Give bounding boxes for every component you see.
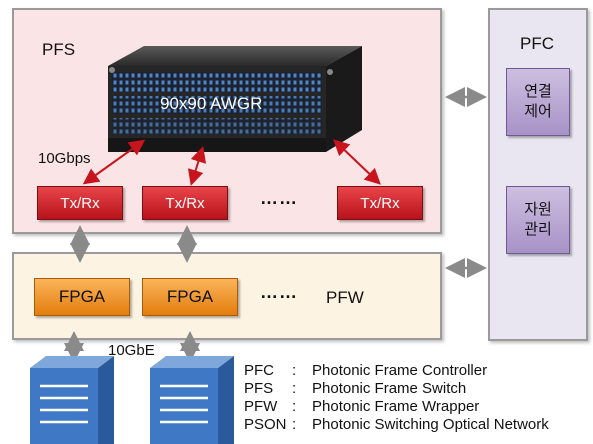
pfc-panel [488,8,588,341]
fpga-ellipsis: …… [260,282,298,302]
legend-row-pson: PSON: Photonic Switching Optical Network [244,416,549,433]
red-arrow [187,146,207,186]
fpga-block: FPGA [142,278,238,316]
legend-full: Photonic Frame Controller [312,362,488,379]
txrx-block: Tx/Rx [37,186,123,220]
legend-abbr: PFC [244,362,274,379]
connection-control-block: 연결 제어 [506,68,570,136]
txrx-block: Tx/Rx [337,186,423,220]
legend-sep: : [292,362,297,379]
red-arrow [82,139,146,185]
txrx-ellipsis: …… [260,188,298,208]
legend-abbr: PFW [244,398,278,415]
legend-sep: : [292,398,297,415]
pfs-title: PFS [42,40,76,59]
legend-row-pfs: PFS: Photonic Frame Switch [244,380,466,397]
legend-abbr: PFS [244,380,274,397]
awgr-device-icon [108,46,362,152]
ethernet-speed-label: 10GbE [108,342,155,359]
legend-full: Photonic Switching Optical Network [312,416,549,433]
legend-row-pfc: PFC: Photonic Frame Controller [244,362,487,379]
txrx-block: Tx/Rx [142,186,228,220]
legend-row-pfw: PFW: Photonic Frame Wrapper [244,398,479,415]
awgr-label: 90x90 AWGR [160,94,263,113]
legend-abbr: PSON [244,416,287,433]
server-rack-icon [150,356,234,444]
pfc-title: PFC [520,34,554,53]
legend-sep: : [292,416,297,433]
legend-full: Photonic Frame Wrapper [312,398,480,415]
legend-sep: : [292,380,297,397]
fpga-block: FPGA [34,278,130,316]
link-speed-label: 10Gbps [38,150,91,167]
pfw-title: PFW [326,288,364,307]
red-arrow [333,139,381,185]
legend-full: Photonic Frame Switch [312,380,467,397]
resource-management-block: 자원 관리 [506,186,570,254]
server-rack-icon [30,356,114,444]
